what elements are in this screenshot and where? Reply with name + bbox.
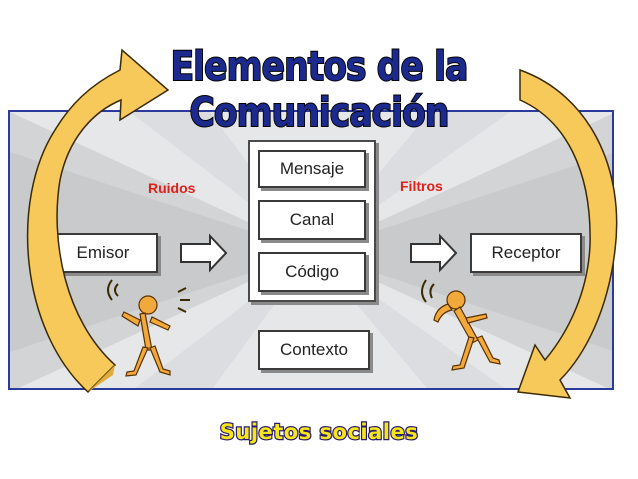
ruidos-label: Ruidos [148, 180, 196, 196]
codigo-box: Código [258, 252, 366, 292]
page-title: Elementos de la Comunicación [170, 43, 469, 137]
left-curved-arrow [26, 48, 170, 394]
receptor-figure-icon [421, 279, 501, 371]
receptor-box: Receptor [470, 233, 582, 273]
right-curved-arrow [516, 68, 618, 399]
filtros-label: Filtros [400, 178, 443, 194]
emisor-box: Emisor [48, 233, 158, 273]
arrow-message-to-receptor [410, 233, 458, 273]
canal-box: Canal [258, 200, 366, 240]
contexto-box: Contexto [258, 330, 370, 370]
arrow-emisor-to-message [180, 233, 228, 273]
mensaje-box: Mensaje [258, 150, 366, 188]
emisor-figure-icon [107, 279, 190, 377]
subtitle: Sujetos sociales [219, 419, 419, 445]
